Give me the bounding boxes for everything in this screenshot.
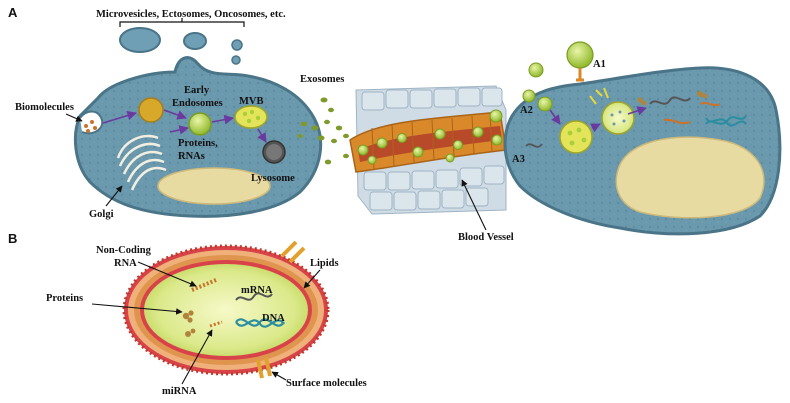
exosome-structure bbox=[122, 240, 330, 379]
biomolecule-dots bbox=[84, 120, 97, 133]
golgi-apparatus bbox=[116, 134, 167, 191]
golgi-label: Golgi bbox=[89, 209, 114, 220]
mvb bbox=[234, 105, 268, 129]
early-endosomes-label-line2: Endosomes bbox=[172, 98, 223, 109]
donor-nucleus bbox=[157, 167, 271, 205]
exosome-cluster bbox=[297, 97, 349, 165]
blood-vessel-tissue bbox=[349, 85, 507, 215]
non-coding-rna-label-line1: Non-Coding bbox=[96, 245, 152, 256]
a3-cargo bbox=[525, 143, 543, 148]
mirna-label: miRNA bbox=[162, 386, 197, 397]
golgi-arrow bbox=[105, 185, 123, 207]
blood-vessel-label: Blood Vessel bbox=[458, 232, 514, 243]
biomolecules-arrow bbox=[65, 113, 83, 122]
biomolecules-label: Biomolecules bbox=[15, 102, 74, 113]
proteins-label: Proteins bbox=[46, 293, 83, 304]
exosomes-label: Exosomes bbox=[300, 74, 344, 85]
non-coding-rna-label-line2: RNA bbox=[114, 258, 137, 269]
lysosome-label: Lysosome bbox=[251, 173, 295, 184]
early-endosomes-label-line1: Early bbox=[184, 85, 210, 96]
mirna-arrow bbox=[181, 329, 213, 385]
surface-molecules-label: Surface molecules bbox=[286, 378, 367, 389]
early-endosome-2 bbox=[188, 112, 212, 136]
a3-label: A3 bbox=[512, 154, 525, 165]
dna-label: DNA bbox=[262, 313, 285, 324]
incoming-vesicles bbox=[522, 41, 609, 112]
a1-label: A1 bbox=[593, 59, 606, 70]
mrna-label: mRNA bbox=[241, 285, 273, 296]
blood-vessel-arrow bbox=[461, 179, 487, 231]
proteins-arrow bbox=[91, 303, 183, 315]
panel-a-letter: A bbox=[8, 5, 18, 20]
lipids-label: Lipids bbox=[310, 258, 339, 269]
a2-arrow bbox=[549, 109, 561, 125]
early-endosome bbox=[138, 97, 164, 123]
a2-label: A2 bbox=[520, 105, 533, 116]
panel-b-letter: B bbox=[8, 231, 17, 246]
lipids-arrow bbox=[303, 269, 321, 289]
microvesicles-bracket bbox=[119, 18, 245, 27]
proteins-rnas-label-line2: RNAs bbox=[178, 151, 205, 162]
donor-cell bbox=[73, 56, 323, 218]
recipient-cell bbox=[503, 66, 782, 236]
microvesicles bbox=[119, 27, 243, 65]
non-coding-rna-arrow bbox=[137, 261, 197, 287]
recipient-nucleus bbox=[615, 136, 765, 219]
microvesicles-label: Microvesicles, Ectosomes, Oncosomes, etc… bbox=[96, 9, 286, 20]
a1-vesicle bbox=[566, 41, 594, 69]
proteins-rnas-label-line1: Proteins, bbox=[178, 138, 218, 149]
mvb-label: MVB bbox=[239, 96, 264, 107]
surface-molecules-arrow bbox=[271, 371, 287, 381]
